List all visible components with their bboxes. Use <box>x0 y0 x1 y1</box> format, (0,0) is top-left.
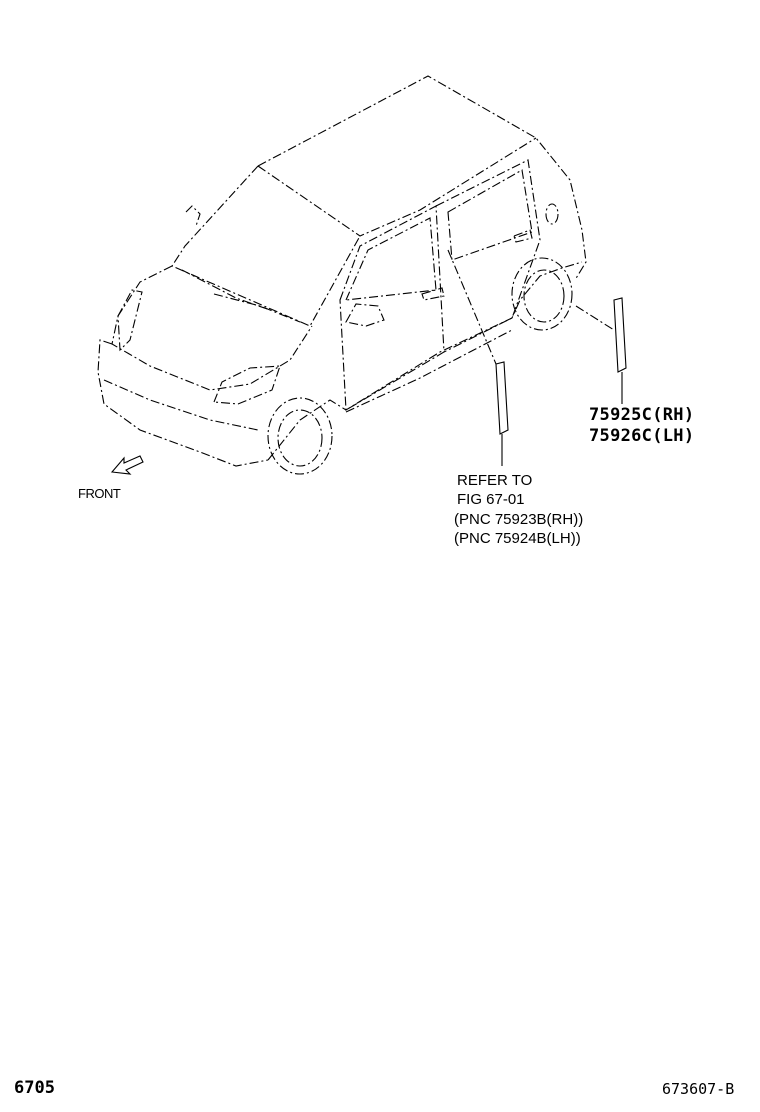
hood <box>111 265 313 391</box>
illustration-code: 673607-B <box>662 1080 735 1098</box>
refer-line-1: REFER TO <box>457 472 533 489</box>
front-wheel <box>267 397 333 475</box>
rear-window <box>447 169 533 261</box>
front-wheel-rim <box>277 409 323 467</box>
fuel-cap <box>545 203 559 225</box>
front-label: FRONT <box>78 486 121 501</box>
rear-door-handle <box>513 229 533 243</box>
wiper-left <box>181 269 271 311</box>
rear-wheel-rim <box>523 269 565 323</box>
referenced-part-dash <box>447 249 497 365</box>
figure-number: 6705 <box>14 1078 55 1098</box>
refer-line-4: (PNC 75924B(LH)) <box>454 530 581 547</box>
roof-outline <box>257 75 587 281</box>
antenna <box>185 205 201 227</box>
front-window <box>345 217 437 301</box>
front-bumper <box>97 339 269 467</box>
front-lower-grille <box>103 379 259 431</box>
left-headlight <box>117 289 143 352</box>
front-door <box>339 205 445 411</box>
front-arrow-icon <box>110 455 144 475</box>
headlight <box>213 365 281 405</box>
pillar-garnish-part <box>613 297 627 373</box>
side-sill <box>345 329 513 413</box>
roof-rear-edge <box>257 137 537 237</box>
refer-line-2: FIG 67-01 <box>457 491 525 508</box>
front-door-handle <box>421 287 445 301</box>
pillar-garnish-dash <box>575 305 615 331</box>
side-mirror <box>345 303 385 327</box>
referenced-part <box>495 361 509 435</box>
refer-line-3: (PNC 75923B(RH)) <box>454 511 584 528</box>
rear-door <box>435 159 541 353</box>
windshield <box>171 165 361 327</box>
part-number-lh: 75926C(LH) <box>589 426 695 446</box>
rear-wheel <box>511 257 573 331</box>
part-number-rh: 75925C(RH) <box>589 405 695 425</box>
wiper-right <box>213 293 301 323</box>
